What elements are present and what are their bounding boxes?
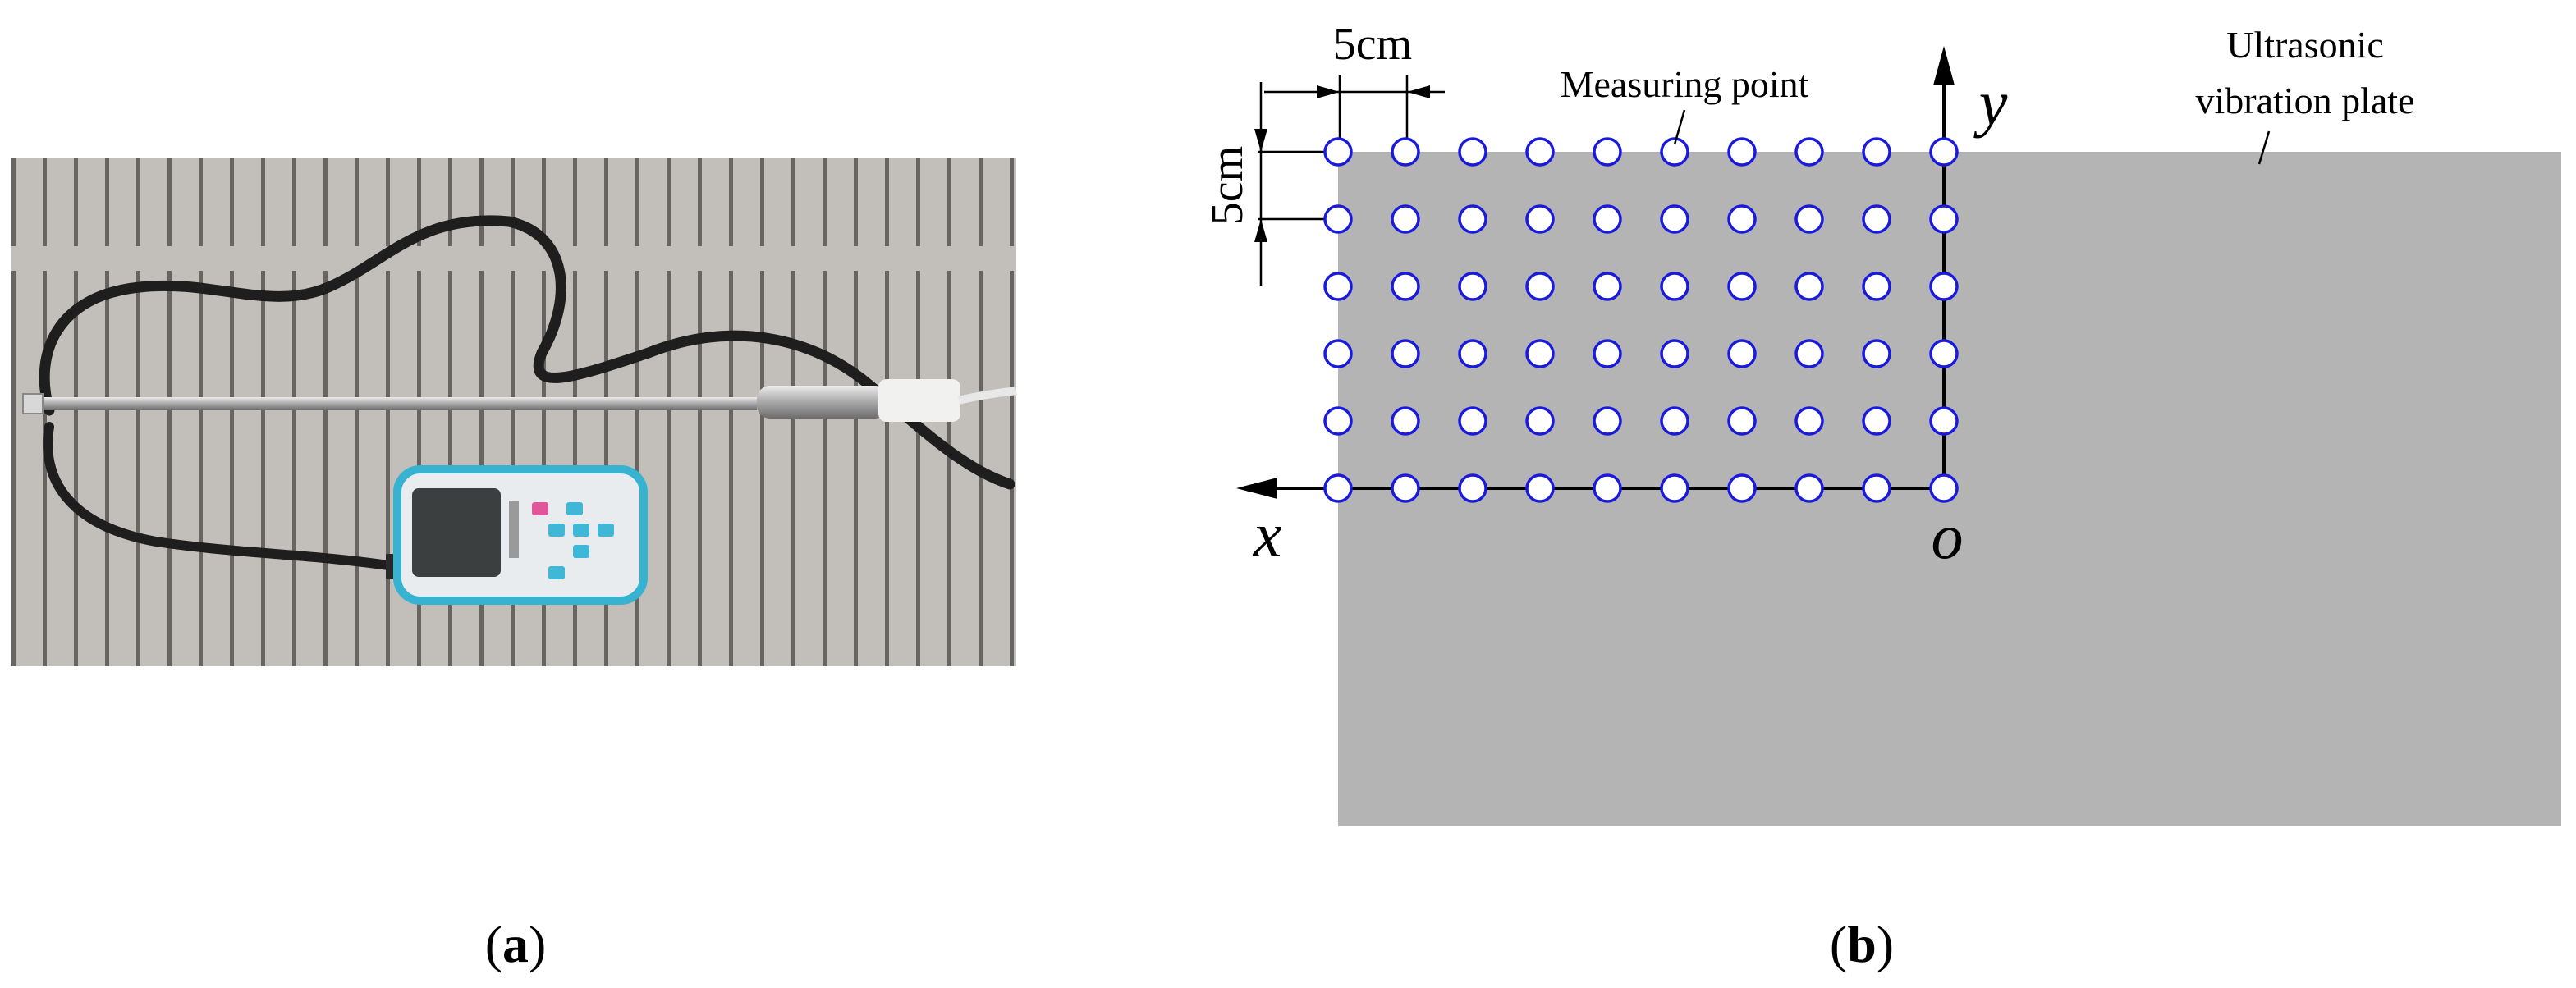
meter-key-6 — [548, 566, 565, 579]
y-axis-arrowhead — [1933, 46, 1955, 85]
plate-label-line2: vibration plate — [2196, 80, 2415, 121]
measuring-point — [1794, 137, 1824, 167]
measuring-point — [1727, 272, 1757, 301]
measuring-point-leader — [1673, 109, 1686, 145]
measuring-point — [1862, 406, 1891, 436]
measuring-point — [1929, 473, 1959, 503]
caption-a: (a) — [485, 915, 547, 973]
meter-cable — [43, 422, 399, 571]
plate-label-leader — [2257, 130, 2271, 165]
measuring-point — [1727, 204, 1757, 234]
measuring-point — [1727, 406, 1757, 436]
measuring-point — [1323, 137, 1353, 167]
measuring-point — [1525, 272, 1555, 301]
measuring-point — [1727, 473, 1757, 503]
measuring-point — [1862, 473, 1891, 503]
measuring-point — [1458, 339, 1487, 368]
measuring-point — [1794, 204, 1824, 234]
axis-y-label: y — [1973, 67, 2008, 139]
measuring-point — [1593, 473, 1622, 503]
meter-key-2 — [548, 524, 565, 537]
panel-b: 5cm 5cm Measuring point Ultrasonic vibra… — [1202, 19, 2561, 973]
measuring-point — [1794, 272, 1824, 301]
caption-b: (b) — [1830, 915, 1894, 973]
measuring-point — [1525, 473, 1555, 503]
measuring-point — [1525, 406, 1555, 436]
measuring-point — [1794, 339, 1824, 368]
plate-label-line1: Ultrasonic — [2226, 24, 2384, 66]
measuring-point-label: Measuring point — [1561, 63, 1809, 105]
measuring-point — [1593, 339, 1622, 368]
sensor-cable — [39, 215, 1015, 490]
panel-a: (a) — [11, 158, 1017, 973]
measuring-point — [1391, 406, 1420, 436]
measuring-point — [1593, 406, 1622, 436]
meter-key-1 — [566, 502, 583, 515]
measuring-point — [1525, 204, 1555, 234]
meter-key-4 — [598, 524, 614, 537]
measuring-point — [1660, 272, 1689, 301]
measuring-point — [1458, 137, 1487, 167]
axis-x-label: x — [1253, 499, 1282, 570]
measuring-point — [1862, 137, 1891, 167]
measuring-point — [1458, 406, 1487, 436]
measuring-point — [1794, 473, 1824, 503]
measuring-point — [1525, 137, 1555, 167]
measuring-point — [1862, 339, 1891, 368]
measuring-point — [1593, 272, 1622, 301]
origin-label: o — [1932, 501, 1964, 572]
measuring-point — [1323, 272, 1353, 301]
probe-cable-out — [957, 387, 1017, 405]
meter-screen — [412, 488, 501, 577]
measuring-point — [1862, 272, 1891, 301]
measuring-point — [1391, 272, 1420, 301]
measuring-point — [1929, 406, 1959, 436]
measuring-point — [1593, 137, 1622, 167]
sensor-photo — [11, 158, 1017, 666]
measuring-point — [1593, 204, 1622, 234]
measuring-point — [1391, 339, 1420, 368]
measuring-points-grid — [1323, 137, 1959, 503]
meter-label — [509, 501, 519, 558]
dimension-horizontal — [1264, 75, 1445, 152]
caption-letter-a: a — [502, 915, 529, 973]
measuring-point — [1929, 272, 1959, 301]
probe-rod — [34, 397, 757, 410]
measuring-point — [1660, 406, 1689, 436]
measuring-point — [1929, 204, 1959, 234]
measuring-point — [1323, 339, 1353, 368]
measuring-point — [1862, 204, 1891, 234]
measuring-point — [1391, 204, 1420, 234]
measuring-point — [1525, 339, 1555, 368]
measuring-point — [1929, 339, 1959, 368]
measuring-point — [1727, 339, 1757, 368]
measuring-point — [1727, 137, 1757, 167]
x-axis-arrowhead — [1236, 478, 1277, 499]
probe-tape — [878, 379, 960, 422]
probe-tip — [22, 393, 44, 414]
measuring-point — [1458, 272, 1487, 301]
measuring-point — [1458, 473, 1487, 503]
measuring-point — [1458, 204, 1487, 234]
dimension-vertical-label: 5cm — [1202, 146, 1253, 225]
measuring-point — [1660, 137, 1689, 167]
measuring-point — [1323, 406, 1353, 436]
measuring-point — [1391, 473, 1420, 503]
measuring-point — [1660, 204, 1689, 234]
meter-key-pink — [532, 502, 548, 515]
measuring-point — [1323, 204, 1353, 234]
probe-handle — [757, 386, 888, 419]
caption-letter-b: b — [1847, 915, 1877, 973]
dimension-horizontal-label: 5cm — [1333, 19, 1412, 70]
meter-key-3 — [573, 524, 589, 537]
measuring-point — [1794, 406, 1824, 436]
measuring-point — [1660, 473, 1689, 503]
measuring-point — [1929, 137, 1959, 167]
measuring-point — [1660, 339, 1689, 368]
dimension-vertical — [1254, 82, 1340, 286]
meter-key-5 — [573, 545, 589, 558]
measuring-point — [1323, 473, 1353, 503]
measuring-point — [1391, 137, 1420, 167]
